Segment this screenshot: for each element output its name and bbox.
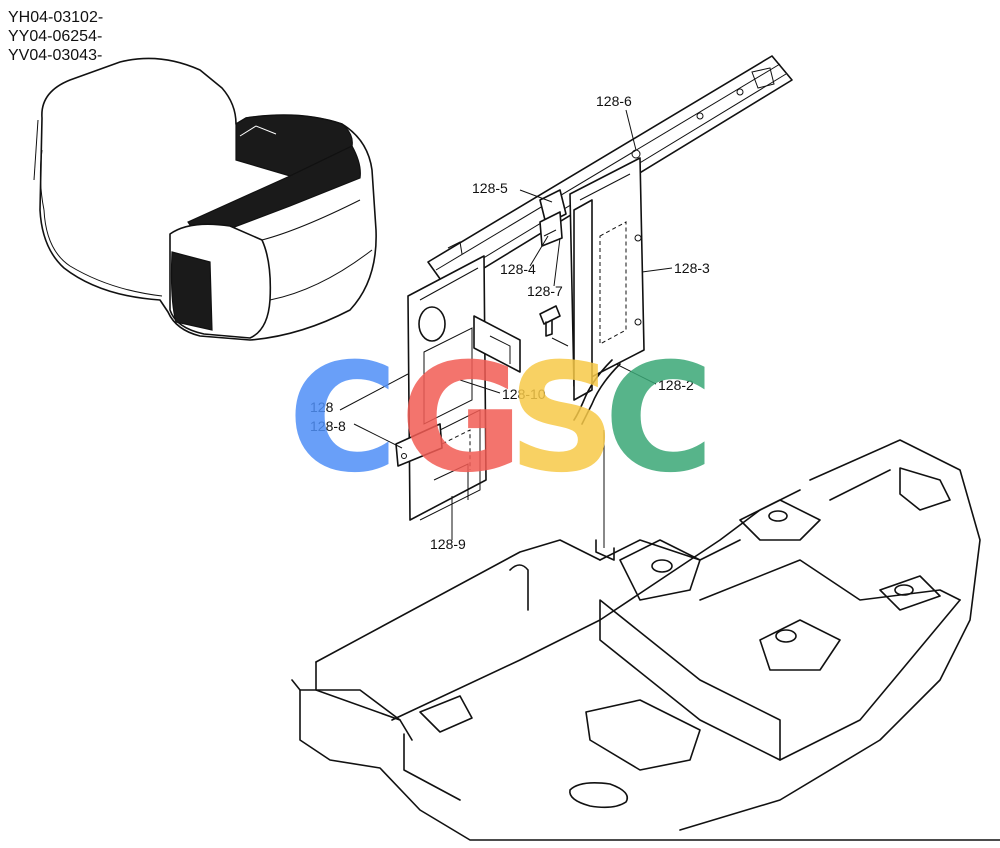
callout-128: 128 [310,399,334,415]
machine-overview-illustration [33,57,377,341]
callout-labels: 128-6 128-5 128-4 128-7 128-3 128-2 128-… [310,93,710,552]
serial-number-1: YH04-03102- [8,9,104,26]
floor-frame-illustration [291,439,1000,841]
callout-128-10: 128-10 [502,386,546,402]
callout-128-5: 128-5 [472,180,508,196]
panel-assembly-illustration [395,55,793,548]
callout-128-4: 128-4 [500,261,536,277]
callout-128-3: 128-3 [674,260,710,276]
callout-128-7: 128-7 [527,283,563,299]
callout-128-8: 128-8 [310,418,346,434]
watermark-letter-3: S [508,332,616,506]
callout-128-9: 128-9 [430,536,466,552]
watermark-logo: C G S C [288,332,714,506]
leader-lines [339,109,673,540]
serial-number-2: YY04-06254- [8,28,103,45]
watermark-letter-4: C [604,332,714,506]
callout-128-2: 128-2 [658,377,694,393]
watermark-letter-2: G [400,332,523,506]
serial-number-3: YV04-03043- [8,47,103,64]
callout-128-6: 128-6 [596,93,632,109]
watermark-letter-1: C [288,332,398,506]
